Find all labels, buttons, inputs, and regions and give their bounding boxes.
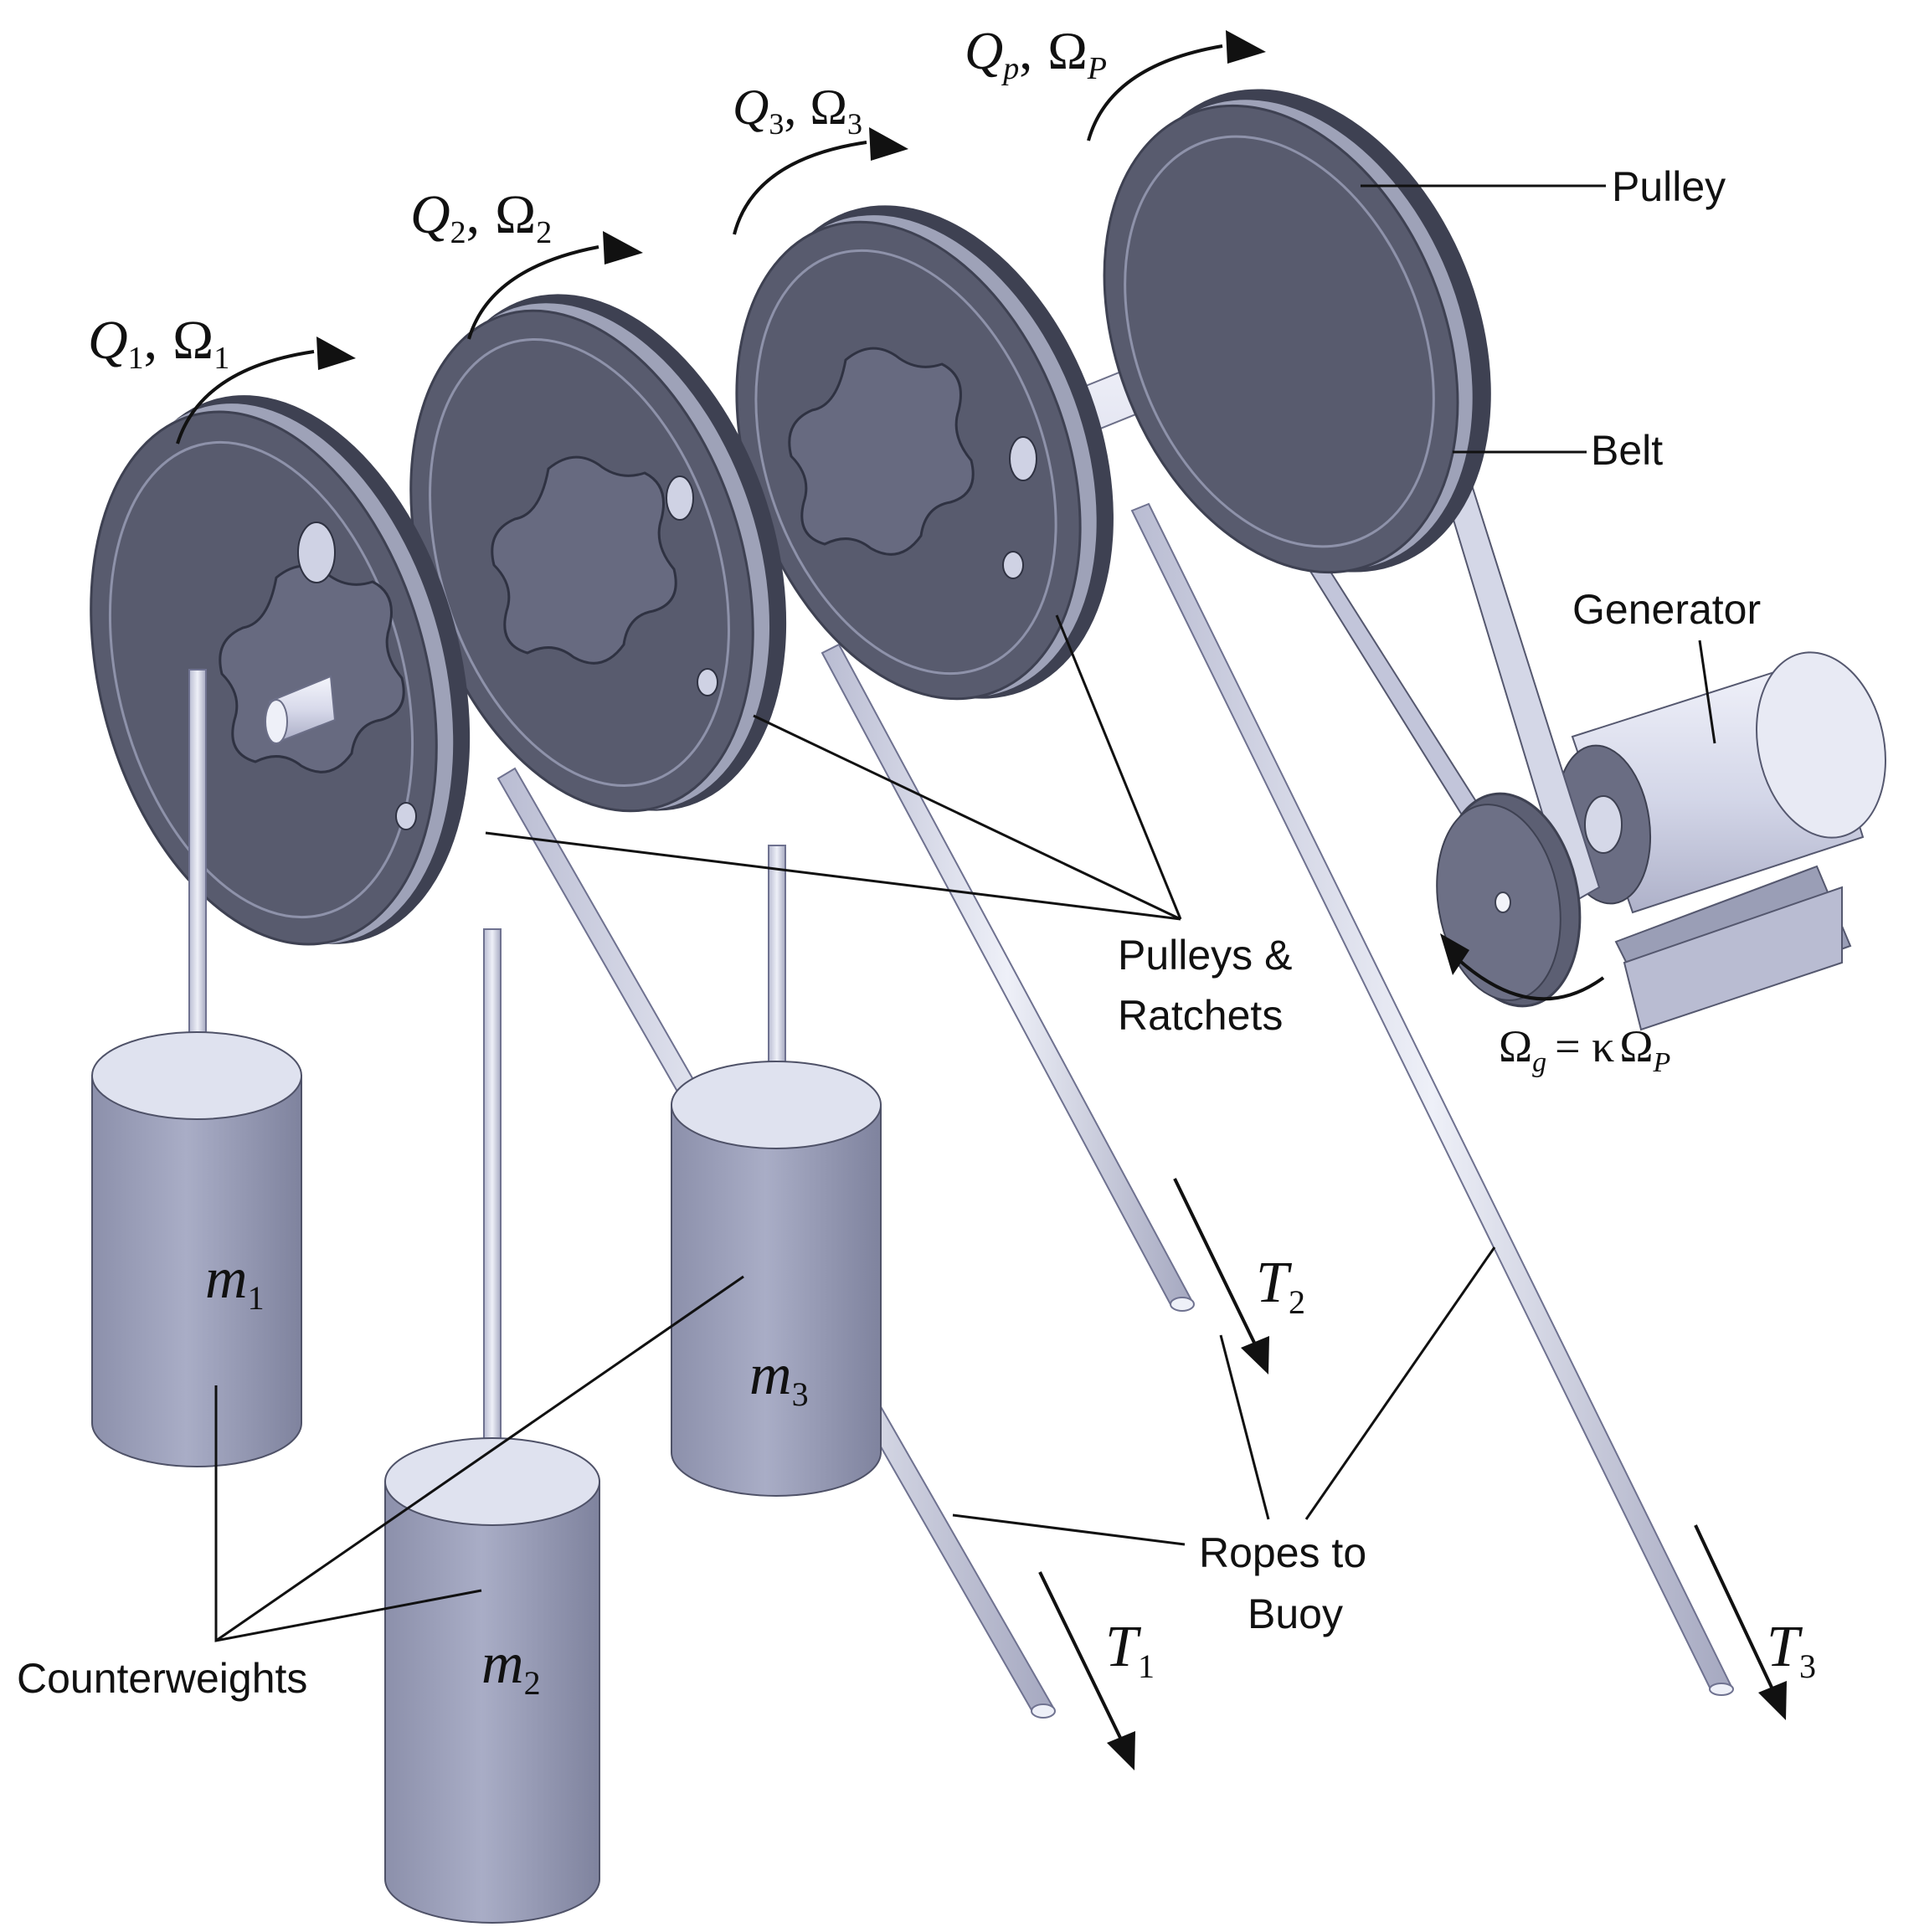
rotation-arrow-2	[467, 231, 643, 340]
svg-text:Q1,Ω1: Q1,Ω1	[88, 310, 229, 376]
svg-text:T2: T2	[1256, 1251, 1305, 1321]
ratchet-3	[788, 347, 975, 556]
symbol-t1: T1	[1105, 1615, 1155, 1685]
label-belt: Belt	[1591, 427, 1663, 474]
counterweight-1	[91, 1031, 302, 1467]
svg-text:m2: m2	[481, 1631, 541, 1702]
rotation-arrow-generator	[1440, 933, 1605, 1001]
drive-pulley	[1103, 89, 1491, 574]
ratchet-2	[491, 455, 677, 665]
svg-text:T1: T1	[1105, 1615, 1155, 1685]
tension-arrow-2	[1173, 1178, 1269, 1374]
svg-text:m3: m3	[749, 1343, 809, 1413]
leader-counterweights	[214, 1275, 744, 1642]
svg-text:m1: m1	[205, 1246, 265, 1317]
label-pulleys-ratchets-2: Ratchets	[1118, 992, 1283, 1039]
pulley-3	[735, 205, 1114, 701]
counterweight-rope-1	[188, 669, 207, 1085]
svg-text:Q3,Ω3: Q3,Ω3	[733, 80, 862, 141]
rope-3	[1130, 502, 1734, 1696]
rotation-arrow-p	[1087, 30, 1266, 141]
label-generator: Generator	[1572, 586, 1761, 633]
label-counterweights: Counterweights	[17, 1655, 307, 1702]
symbol-q2-omega2: Q2,Ω2	[410, 184, 552, 250]
svg-text:Qp,ΩP: Qp,ΩP	[965, 21, 1107, 86]
counterweight-2	[384, 1437, 600, 1924]
leader-pulleys-ratchets	[485, 614, 1182, 921]
label-pulleys-ratchets-1: Pulleys &	[1118, 932, 1292, 979]
counterweight-rope-2	[483, 928, 502, 1491]
rotation-arrow-1	[176, 337, 356, 444]
svg-text:Ωg= κΩP: Ωg= κΩP	[1499, 1021, 1670, 1078]
leader-generator	[1698, 640, 1716, 744]
label-ropes-1: Ropes to	[1199, 1529, 1366, 1576]
tension-arrow-3	[1694, 1524, 1787, 1720]
rope-2	[821, 643, 1195, 1312]
symbol-m1: m1	[205, 1246, 265, 1317]
label-pulley: Pulley	[1612, 163, 1726, 210]
label-ropes-2: Buoy	[1248, 1590, 1343, 1637]
tension-arrow-1	[1038, 1571, 1135, 1770]
counterweight-3	[671, 1061, 882, 1497]
symbol-t2: T2	[1256, 1251, 1305, 1321]
leader-ropes	[952, 1246, 1496, 1546]
rotation-arrow-3	[733, 127, 908, 235]
symbol-t3: T3	[1767, 1615, 1816, 1685]
generator	[1555, 651, 1886, 1031]
svg-text:Q2,Ω2: Q2,Ω2	[410, 184, 552, 250]
symbol-q3-omega3: Q3,Ω3	[733, 80, 862, 141]
pulley-2	[409, 294, 787, 813]
symbol-m3: m3	[749, 1343, 809, 1413]
symbol-qp-omegap: Qp,ΩP	[965, 21, 1107, 86]
symbol-m2: m2	[481, 1631, 541, 1702]
svg-text:T3: T3	[1767, 1615, 1816, 1685]
symbol-q1-omega1: Q1,Ω1	[88, 310, 229, 376]
